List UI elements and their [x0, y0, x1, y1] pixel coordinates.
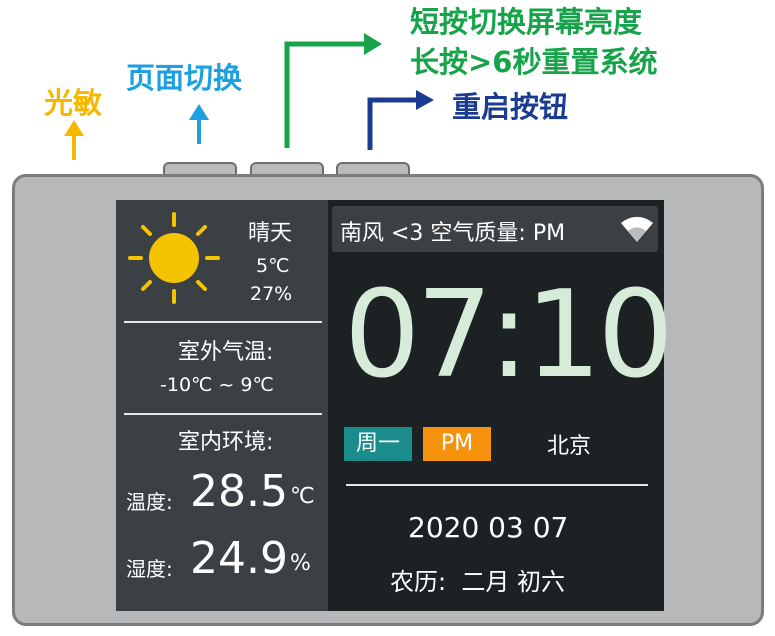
outdoor-title: 室外气温:	[178, 340, 274, 365]
wifi-icon	[621, 216, 653, 242]
reset-button-label: 重启按钮	[452, 90, 569, 124]
city-name: 北京	[547, 434, 592, 459]
weather-humidity: 27%	[250, 283, 293, 305]
weekday-badge: 周一	[344, 427, 412, 461]
brightness-label-line1: 短按切换屏幕亮度	[410, 5, 643, 39]
annotation-arrows	[64, 33, 434, 160]
indoor-humidity-label: 湿度:	[126, 557, 173, 581]
left-divider-2	[124, 413, 322, 415]
ampm-badge: PM	[423, 427, 491, 461]
light-sensor-arrow	[64, 120, 84, 160]
light-sensor-label: 光敏	[44, 86, 103, 120]
brightness-arrow	[284, 33, 382, 148]
brightness-label-line2: 长按>6秒重置系统	[410, 45, 658, 79]
reset-arrow	[367, 90, 434, 150]
right-divider	[346, 484, 648, 486]
brightness-button-label: 短按切换屏幕亮度 长按>6秒重置系统	[410, 2, 657, 82]
page-switch-label: 页面切换	[126, 61, 243, 95]
indoor-humidity-value: 24.9	[190, 533, 288, 584]
indoor-title: 室内环境:	[178, 430, 274, 455]
weather-ticker-text: 南风 <3 空气质量: PM	[340, 221, 566, 246]
page-switch-arrow	[189, 104, 209, 144]
weather-temperature: 5℃	[256, 255, 290, 277]
lunar-date: 农历: 二月 初六	[390, 568, 565, 596]
indoor-temp-label: 温度:	[126, 490, 173, 514]
left-divider-1	[124, 321, 322, 323]
indoor-temp-value: 28.5	[190, 466, 288, 517]
outdoor-temp-range: -10℃ ~ 9℃	[160, 374, 274, 396]
weather-condition: 晴天	[248, 221, 293, 246]
weather-ticker-bar	[332, 206, 658, 252]
sun-icon	[128, 212, 220, 304]
clock-time: 07:10	[344, 266, 674, 405]
indoor-humidity-unit: %	[290, 551, 311, 576]
indoor-temp-unit: ℃	[290, 484, 315, 509]
gregorian-date: 2020 03 07	[408, 511, 569, 544]
